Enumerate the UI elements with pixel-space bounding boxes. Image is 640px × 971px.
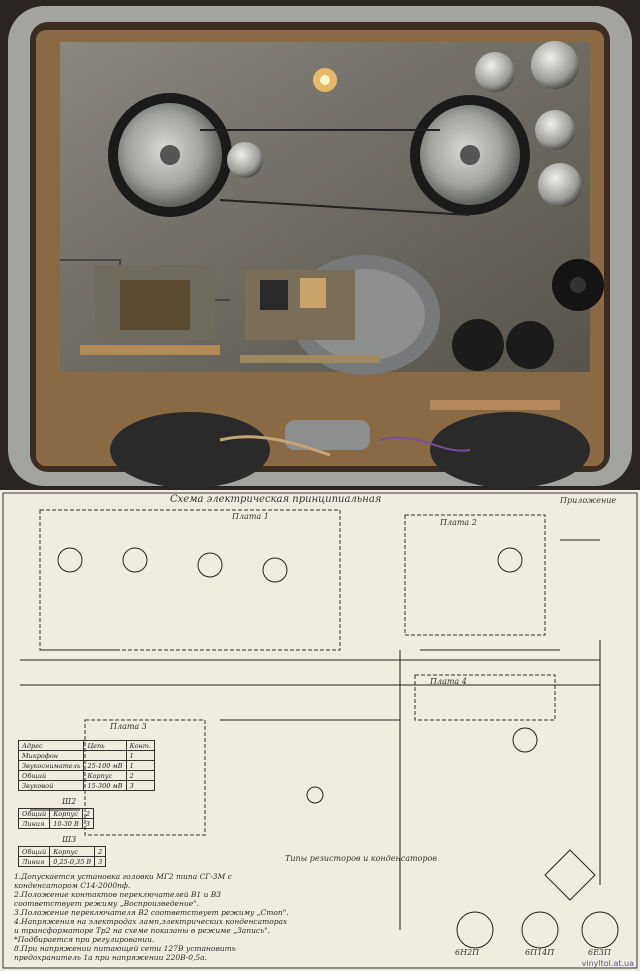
schematic-wiring	[2, 492, 638, 969]
table-cell: 0,25-0,35 В	[49, 856, 96, 867]
table-cell: Общий	[17, 770, 85, 781]
table-cell: Общий	[17, 808, 51, 819]
table-cell: Корпус	[49, 808, 83, 819]
table-cell: Корпус	[49, 846, 96, 857]
note-line: 3.Положение переключателя В2 соответству…	[14, 908, 289, 917]
table-cell: 3	[81, 818, 94, 829]
tape-recorder-chassis-photo	[0, 0, 640, 490]
table-cell: 15-300 мВ	[83, 780, 127, 791]
resistor-types-header: Типы резисторов и конденсаторов	[285, 854, 437, 863]
note-line: *Подбирается при регулировании.	[14, 935, 155, 944]
table-cell: 3	[125, 780, 156, 791]
note-line: соответствует режиму „Воспроизведение".	[14, 899, 199, 908]
table-cell: Корпус	[83, 770, 127, 781]
note-line: 2.Положение контактов переключателей В1 …	[14, 890, 222, 899]
table-cell: 2	[125, 770, 156, 781]
watermark: vinyltol.at.ua	[581, 959, 634, 968]
note-line: 1.Допускается установка головки МГ2 типа…	[14, 872, 232, 881]
note-line: 4.Напряжения на электродах ламп,электрич…	[14, 917, 288, 926]
tube-label-1: 6Н2П	[455, 948, 480, 957]
table-cell: Линия	[17, 856, 51, 867]
table-cell: Линия	[17, 818, 51, 829]
note-line: и трансформаторе Тр2 на схеме показаны в…	[14, 926, 271, 935]
table-cell: 25-100 мВ	[83, 760, 127, 771]
note-line: конденсатором С14-2000пф.	[14, 881, 131, 890]
connector-sh2-label: Ш2	[62, 797, 77, 806]
note-line: предохранитель 1а при напряжении 220В-0,…	[14, 953, 207, 962]
electrical-schematic: Схема электрическая принципиальная Прило…	[0, 490, 640, 971]
board-2-label: Плата 2	[440, 518, 477, 527]
table-header-cell: Цепь	[83, 740, 127, 751]
table-cell: 2	[94, 846, 107, 857]
table-cell: 3	[94, 856, 107, 867]
note-line: 8.При напряжении питающей сети 127В уста…	[14, 944, 236, 953]
appendix-label: Приложение	[560, 496, 617, 505]
table-cell: Микрофон	[17, 750, 85, 761]
table-cell: 1	[125, 760, 156, 771]
board-4-label: Плата 4	[430, 677, 467, 686]
table-cell: 2	[81, 808, 94, 819]
schematic-title: Схема электрическая принципиальная	[170, 494, 382, 505]
connector-sh3-label: Ш3	[62, 835, 77, 844]
table-cell: Общий	[17, 846, 51, 857]
table-header-cell: Конт.	[125, 740, 156, 751]
tube-label-3: 6Е3П	[588, 948, 611, 957]
table-cell: 10-30 В	[49, 818, 83, 829]
table-cell: 1	[125, 750, 156, 761]
table-cell: Звуковой	[17, 780, 85, 791]
table-header-cell: Адрес	[17, 740, 85, 751]
board-3-label: Плата 3	[110, 722, 147, 731]
table-cell	[83, 750, 127, 761]
table-cell: Звукосниматель	[17, 760, 85, 771]
board-1-label: Плата 1	[232, 512, 269, 521]
tube-label-2: 6П14П	[525, 948, 555, 957]
